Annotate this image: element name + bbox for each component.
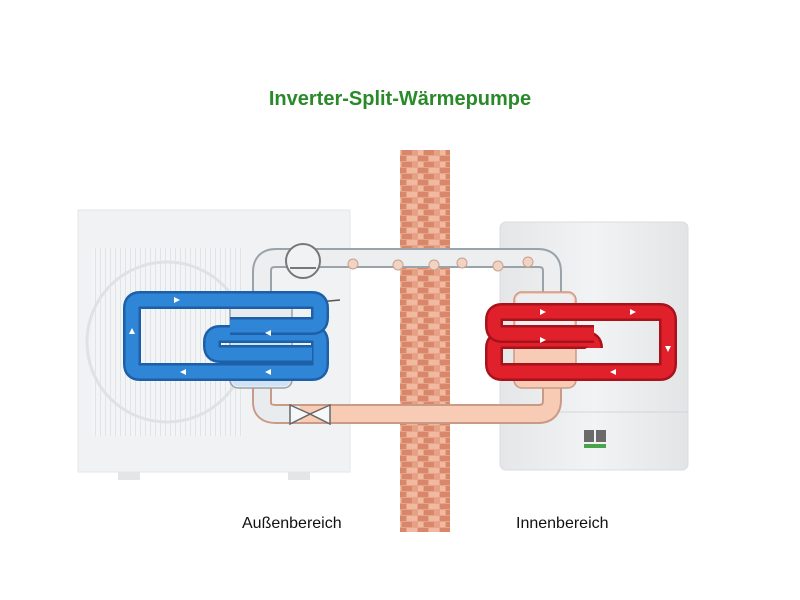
brand-logo-icon [584, 430, 606, 448]
indoor-area-label: Innenbereich [516, 515, 609, 532]
diagram-title: Inverter-Split-Wärmepumpe [268, 88, 532, 110]
house-wall [400, 150, 450, 532]
refrigerant-circuit [252, 248, 562, 424]
condenser [485, 291, 677, 389]
outdoor-area-label: Außenbereich [242, 515, 342, 532]
expansion-valve-icon [289, 403, 331, 426]
evaporator [123, 291, 329, 389]
compressor-icon [285, 243, 321, 279]
